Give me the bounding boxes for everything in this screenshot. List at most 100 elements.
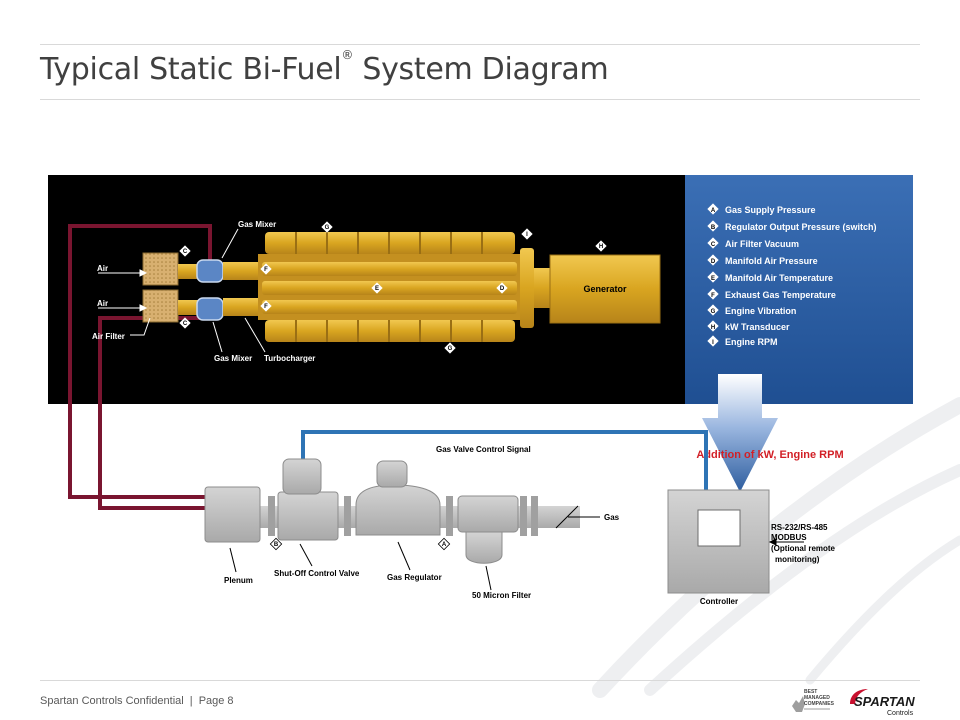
svg-text:F: F xyxy=(264,267,268,273)
sensor-tag-c-bottom: C xyxy=(179,317,191,329)
intake-tube-top xyxy=(178,264,200,279)
footer-page-number: Page 8 xyxy=(198,695,234,707)
svg-text:MANAGED: MANAGED xyxy=(804,695,830,701)
footer-separator: | xyxy=(189,695,193,707)
svg-text:H: H xyxy=(711,325,715,331)
svg-text:H: H xyxy=(599,244,603,250)
callout-text: Addition of kW, Engine RPM xyxy=(696,449,843,461)
sensor-tag-a: A xyxy=(437,537,451,551)
svg-text:COMPANIES: COMPANIES xyxy=(804,701,835,707)
svg-text:Engine Vibration: Engine Vibration xyxy=(725,306,796,316)
svg-text:SPARTAN: SPARTAN xyxy=(854,694,915,709)
svg-text:Regulator Output Pressure (swi: Regulator Output Pressure (switch) xyxy=(725,222,877,232)
svg-text:E: E xyxy=(711,276,715,282)
gas-regulator-label: Gas Regulator xyxy=(387,573,442,582)
air-label-top: Air xyxy=(97,264,108,273)
svg-text:Engine RPM: Engine RPM xyxy=(725,337,778,347)
svg-text:D: D xyxy=(711,259,716,265)
shutoff-valve-label: Shut-Off Control Valve xyxy=(274,569,360,578)
svg-text:B: B xyxy=(274,542,279,548)
gas-mixer-top xyxy=(196,259,224,283)
controller-comms-line4: monitoring) xyxy=(775,555,820,564)
svg-text:C: C xyxy=(183,321,188,327)
turbocharger-label: Turbocharger xyxy=(264,354,315,363)
air-filter-bottom xyxy=(142,289,179,323)
sensor-tag-f-top: F xyxy=(260,263,272,275)
sensor-tag-c-top: C xyxy=(179,245,191,257)
svg-text:B: B xyxy=(711,225,716,231)
legend-item: A Gas Supply Pressure xyxy=(707,203,816,215)
header-rule-bottom xyxy=(40,99,920,100)
gas-train xyxy=(204,458,580,564)
generator xyxy=(549,254,661,324)
legend-item: B Regulator Output Pressure (switch) xyxy=(707,220,877,232)
intake-tube-bottom xyxy=(178,300,200,315)
gas-mixer-label-bottom: Gas Mixer xyxy=(214,354,252,363)
sensor-tag-d: D xyxy=(496,282,508,294)
header-rule-top xyxy=(40,44,920,45)
controller-comms-line3: (Optional remote xyxy=(771,544,836,553)
sensor-tag-e: E xyxy=(371,282,383,294)
footer-text: Spartan Controls Confidential | Page 8 xyxy=(40,695,234,707)
svg-text:BEST: BEST xyxy=(804,689,817,695)
air-filter-top xyxy=(142,252,179,286)
svg-text:A: A xyxy=(442,542,447,548)
svg-text:F: F xyxy=(711,293,715,299)
turbo-top xyxy=(223,262,259,280)
svg-text:Exhaust Gas Temperature: Exhaust Gas Temperature xyxy=(725,290,836,300)
legend-panel xyxy=(685,175,913,404)
svg-text:Gas Supply Pressure: Gas Supply Pressure xyxy=(725,205,816,215)
sensor-tag-g-top: G xyxy=(321,221,333,233)
svg-text:I: I xyxy=(712,340,714,346)
spartan-controls-logo: SPARTAN Controls xyxy=(850,689,915,717)
best-managed-companies-logo: BEST MANAGED COMPANIES xyxy=(792,689,835,712)
gas-mixer-bottom xyxy=(196,297,224,321)
svg-text:G: G xyxy=(325,225,330,231)
controller-comms-line1: RS-232/RS-485 xyxy=(771,523,828,532)
svg-text:Air Filter Vacuum: Air Filter Vacuum xyxy=(725,239,799,249)
air-filter-label: Air Filter xyxy=(92,332,125,341)
gas-label: Gas xyxy=(604,513,620,522)
controller-comms-line2: MODBUS xyxy=(771,533,807,542)
legend-item: I Engine RPM xyxy=(707,335,778,347)
legend-to-controller-arrow xyxy=(702,374,778,492)
air-label-bottom: Air xyxy=(97,299,108,308)
gas-regulator xyxy=(355,484,441,536)
gas-valve-control-signal-line xyxy=(301,430,708,490)
svg-text:kW Transducer: kW Transducer xyxy=(725,322,790,332)
svg-text:D: D xyxy=(500,286,505,292)
engine-block xyxy=(258,232,523,342)
legend: A Gas Supply Pressure B Regulator Output P… xyxy=(707,203,877,347)
footer-logos: BEST MANAGED COMPANIES SPARTAN Controls xyxy=(792,689,915,717)
gas-mixer-label-top: Gas Mixer xyxy=(238,220,276,229)
svg-text:C: C xyxy=(183,249,188,255)
micron-filter-label: 50 Micron Filter xyxy=(472,591,531,600)
svg-text:Manifold Air Pressure: Manifold Air Pressure xyxy=(725,256,818,266)
sensor-tag-g-bottom: G xyxy=(444,342,456,354)
shutoff-control-valve xyxy=(277,491,339,541)
sensor-tag-f-bottom: F xyxy=(260,300,272,312)
sensor-tag-b: B xyxy=(269,537,283,551)
controller-label: Controller xyxy=(700,597,738,606)
svg-text:F: F xyxy=(264,304,268,310)
plenum xyxy=(204,486,261,543)
svg-text:A: A xyxy=(711,208,716,214)
generator-label: Generator xyxy=(583,284,627,294)
sensor-tag-i: I xyxy=(521,228,533,240)
footer-rule xyxy=(40,680,920,681)
svg-text:E: E xyxy=(375,286,379,292)
legend-item: D Manifold Air Pressure xyxy=(707,254,818,266)
legend-item: E Manifold Air Temperature xyxy=(707,271,833,283)
gas-valve-control-signal-label: Gas Valve Control Signal xyxy=(436,445,531,454)
coupling xyxy=(520,248,534,328)
legend-item: F Exhaust Gas Temperature xyxy=(707,288,836,300)
svg-text:G: G xyxy=(448,346,453,352)
footer-company: Spartan Controls Confidential xyxy=(40,695,184,707)
controller-display xyxy=(697,509,741,547)
svg-text:Manifold Air Temperature: Manifold Air Temperature xyxy=(725,273,833,283)
